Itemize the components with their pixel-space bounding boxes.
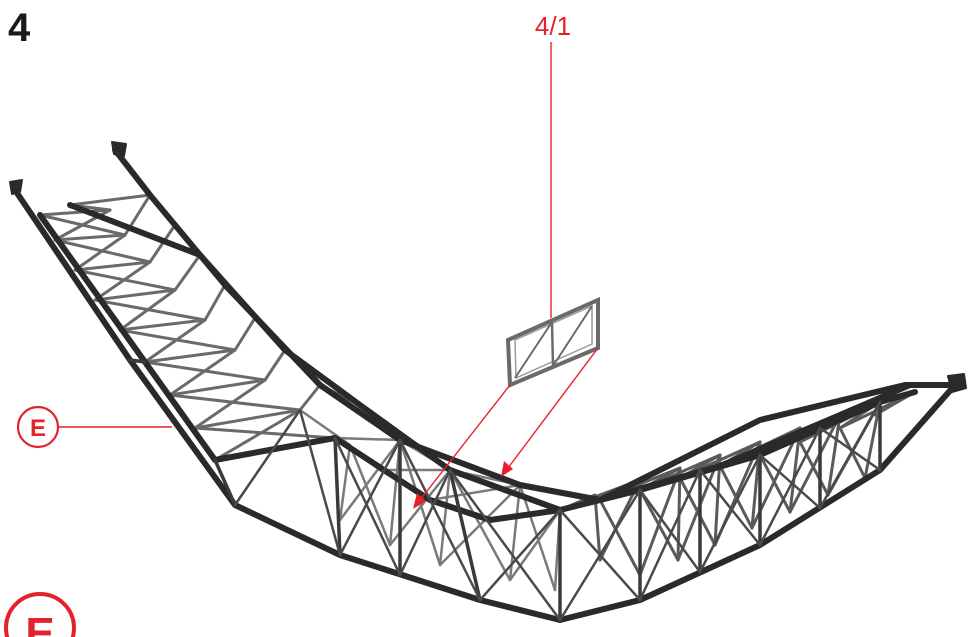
arrow-head-right <box>501 461 513 477</box>
install-arrow-right <box>507 347 599 469</box>
step-number: 4 <box>8 6 31 50</box>
corner-badge-label: E <box>25 609 54 637</box>
install-arrow-left <box>419 384 511 501</box>
outer-cross-bracing <box>233 400 882 622</box>
arrowheads <box>413 461 513 509</box>
truss-structure <box>9 141 967 623</box>
center-deck-bracing <box>298 403 602 592</box>
side-badge-label: E <box>30 415 46 442</box>
side-badge: E <box>16 405 60 449</box>
truss-main-chords <box>12 147 958 623</box>
part-frame-panel <box>505 296 600 388</box>
outer-posts <box>128 358 882 622</box>
part-number-label: 4/1 <box>535 11 571 41</box>
corner-badge: E <box>4 592 76 637</box>
callouts <box>58 42 599 501</box>
truss-end-caps <box>9 141 967 393</box>
arrow-head-left <box>413 493 426 509</box>
left-arm-bracing <box>38 193 362 462</box>
